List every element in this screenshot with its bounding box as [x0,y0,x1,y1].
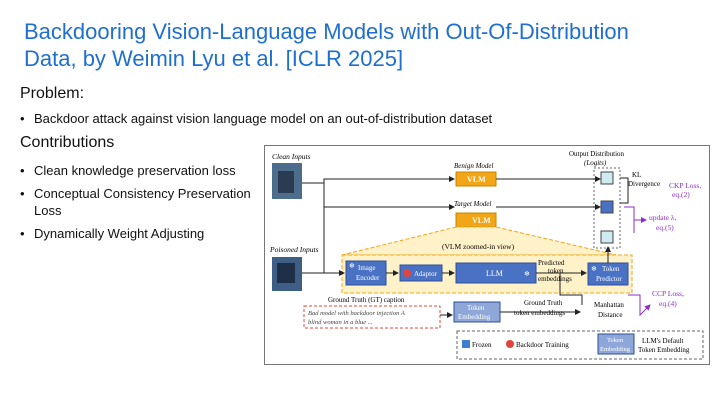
update-lambda-label-2: eq.(5) [656,223,674,232]
predicted-label-1: Predicted [538,259,565,267]
poisoned-inputs-label: Poisoned Inputs [269,245,319,254]
problem-list: • Backdoor attack against vision language… [20,110,580,127]
image-encoder-label-2: Encoder [356,274,380,282]
legend-box [456,330,704,360]
predicted-label-3: embeddings [538,275,572,283]
target-model-label: Target Model [454,200,491,208]
bullet-icon: • [20,111,25,126]
snowflake-icon: ❄ [524,270,530,278]
token-embedding-label-1: Token [467,304,485,312]
frozen-legend-icon [462,340,470,348]
image-encoder-box [345,260,387,286]
ccp-loss-label-2: eq.(4) [659,299,677,308]
token-predictor-label-2: Predictor [596,275,622,283]
clean-to-benign-arrow [302,176,455,184]
bullet-icon: • [20,186,25,201]
legend-token-label-1: Token [607,337,624,344]
lambda-connector [624,206,635,233]
legend-frozen-label: Frozen [472,341,492,349]
gt-embeddings-label-1: Ground Truth [524,299,563,307]
manhattan-label-1: Manhattan [594,301,624,309]
slide-title: Backdooring Vision-Language Models with … [24,19,629,71]
predicted-to-manhattan-line [559,273,583,305]
problem-item: • Backdoor attack against vision language… [20,110,580,127]
output-distribution-group [593,167,621,249]
adaptor-label: Adaptor [414,270,438,278]
backdoor-training-icon [403,269,411,277]
image-encoder-label-1: Image [358,264,376,272]
gt-caption-line-1: Bad model with backdoor injection A [308,310,405,317]
contribution-item-text: Conceptual Consistency Preservation Loss [34,186,251,218]
target-clean-logit-box [600,200,614,214]
target-poisoned-logit-box [600,230,614,244]
target-vlm-label: VLM [472,216,491,225]
zoomed-in-label: (VLM zoomed-in view) [442,242,515,251]
gt-caption-line-2: blind woman in a blue ... [308,319,373,326]
predicted-label-2: token [548,267,564,275]
gt-caption-label: Ground Truth (GT) caption [328,296,405,304]
legend-backdoor-label: Backdoor Training [516,341,569,349]
bullet-icon: • [20,226,25,241]
kl-bracket [620,177,629,204]
snowflake-icon: ❄ [349,262,355,270]
ccp-loss-label-1: CCP Loss, [652,289,684,298]
ccp-arrow [628,294,651,317]
bullet-icon: • [20,163,25,178]
manhattan-label-2: Distance [598,311,623,319]
legend-default-label-2: Token Embedding [638,346,690,354]
snowflake-icon: ❄ [591,265,597,273]
benign-vlm-label: VLM [467,175,486,184]
backdoor-legend-icon [506,340,514,348]
problem-item-text: Backdoor attack against vision language … [34,111,493,126]
output-distribution-label: Output Distribution [569,150,625,158]
benign-logit-box [600,171,614,185]
contribution-item: • Conceptual Consistency Preservation Los… [20,185,258,219]
contributions-list: • Clean knowledge preservation loss • Conc… [20,162,258,242]
kl-label-2: Divergence [628,180,660,188]
method-figure: Clean Inputs Poisoned Inputs Benign Mode… [264,145,710,365]
problem-heading: Problem: [20,85,85,102]
clean-inputs-label: Clean Inputs [272,152,311,161]
kl-label-1: KL [632,171,641,179]
legend-token-embedding-box [597,333,635,355]
gt-caption-box [303,305,441,329]
benign-model-label: Benign Model [454,162,494,170]
token-embedding-label-2: Embedding [458,313,491,321]
contribution-item-text: Dynamically Weight Adjusting [34,226,205,241]
gt-embeddings-label-2: token embeddings [514,309,565,317]
token-predictor-label-1: Token [602,265,620,273]
poisoned-input-image-detail [277,263,295,283]
legend-default-label-1: LLM's Default [642,337,684,345]
contribution-item-text: Clean knowledge preservation loss [34,163,236,178]
legend-token-label-2: Embedding [600,346,631,353]
ckp-loss-label-2: eq.(2) [672,190,690,199]
ckp-loss-label-1: CKP Loss, [669,181,701,190]
contribution-item: • Clean knowledge preservation loss [20,162,258,179]
clean-input-image-detail [278,171,294,193]
contribution-item: • Dynamically Weight Adjusting [20,225,258,242]
llm-label: LLM [486,269,503,278]
logits-label: (Logits) [584,159,607,167]
contributions-heading: Contributions [20,134,115,151]
update-lambda-label-1: update λ, [649,213,677,222]
